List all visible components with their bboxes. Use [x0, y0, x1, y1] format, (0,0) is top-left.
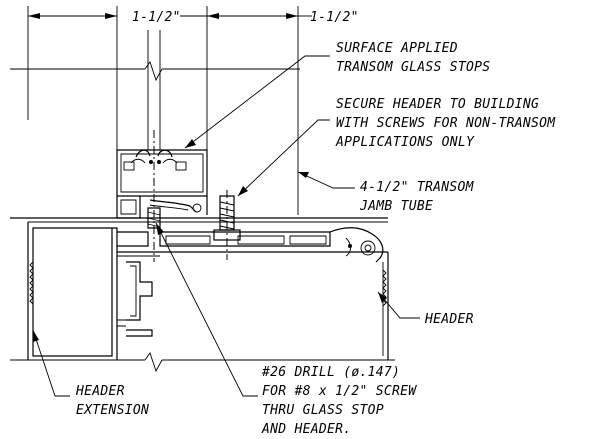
- callout-jamb-tube-line2: JAMB TUBE: [359, 199, 433, 214]
- callout-drill-line1: #26 DRILL (ø.147): [261, 365, 400, 380]
- callout-jamb-tube-line1: 4-1/2" TRANSOM: [360, 180, 475, 195]
- header-extrusion: [10, 217, 395, 373]
- callout-header-extension-line2: EXTENSION: [76, 403, 149, 418]
- screw: [213, 190, 241, 260]
- building-break-line-top: [10, 61, 300, 82]
- callout-drill-line3: THRU GLASS STOP: [262, 403, 384, 418]
- dimension-right-label: 1-1/2": [310, 10, 359, 25]
- callout-drill-line4: AND HEADER.: [261, 422, 351, 437]
- callout-secure-header-line2: WITH SCREWS FOR NON-TRANSOM: [336, 116, 556, 131]
- callout-glass-stops-line2: TRANSOM GLASS STOPS: [336, 60, 490, 75]
- dimension-lines: [27, 6, 312, 215]
- callout-header: HEADER: [424, 312, 474, 327]
- leader-lines: [32, 55, 420, 397]
- callout-secure-header-line3: APPLICATIONS ONLY: [335, 135, 475, 150]
- callout-header-extension-line1: HEADER: [75, 384, 125, 399]
- callout-drill-line2: FOR #8 x 1/2" SCREW: [262, 384, 417, 399]
- callout-secure-header-line1: SECURE HEADER TO BUILDING: [336, 97, 539, 112]
- glass-stop-assembly: [116, 149, 208, 219]
- dimension-left-label: 1-1/2": [132, 10, 181, 25]
- callout-glass-stops-line1: SURFACE APPLIED: [336, 41, 458, 56]
